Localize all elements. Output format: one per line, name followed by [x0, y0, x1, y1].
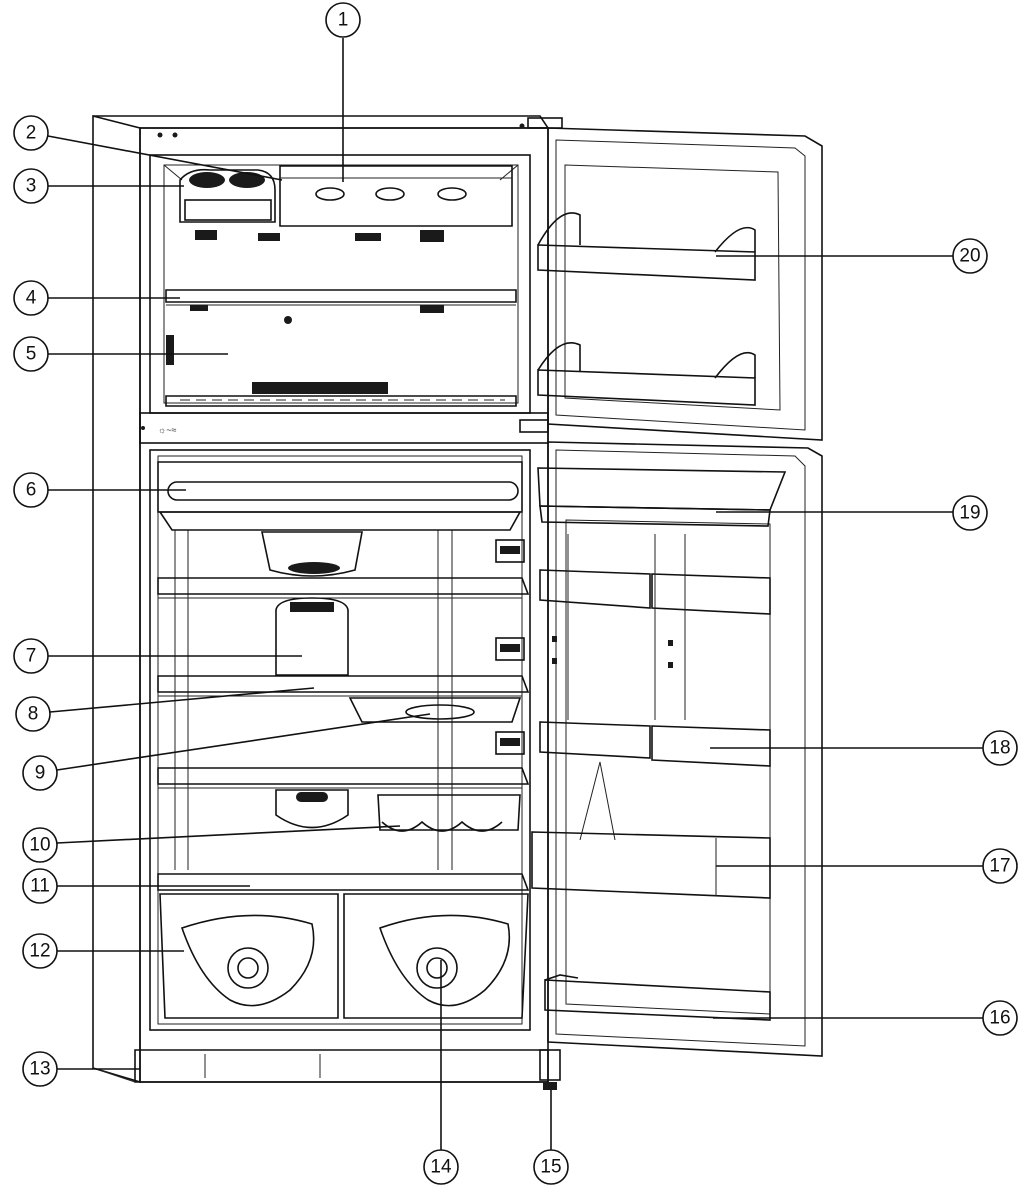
callout-4-label: 4 [26, 288, 37, 309]
fresh-food-compartment [149, 449, 531, 1031]
callout-11-label: 11 [30, 876, 50, 897]
callout-1-label: 1 [338, 10, 349, 31]
callout-14: 14 [423, 1149, 459, 1185]
callout-3: 3 [13, 168, 49, 204]
callout-12-label: 12 [29, 941, 50, 962]
freezer-door [519, 127, 823, 441]
callouts: 1 2 3 4 5 6 [13, 2, 1018, 1185]
callout-3-label: 3 [26, 176, 37, 197]
callout-7: 7 [13, 638, 49, 674]
callout-17-label: 17 [989, 856, 1010, 877]
freezer-compartment [149, 154, 531, 414]
svg-text:☼~≈: ☼~≈ [158, 425, 177, 435]
callout-17: 17 [982, 848, 1018, 884]
callout-5: 5 [13, 336, 49, 372]
callout-6-label: 6 [26, 480, 37, 501]
callout-1: 1 [325, 2, 361, 38]
callout-15: 15 [533, 1149, 569, 1185]
callout-7-label: 7 [26, 646, 37, 667]
callout-2: 2 [13, 115, 49, 151]
callout-13-label: 13 [29, 1059, 50, 1080]
callout-2-label: 2 [26, 123, 37, 144]
callout-5-label: 5 [26, 344, 37, 365]
callout-4: 4 [13, 280, 49, 316]
callout-20-label: 20 [959, 246, 980, 267]
callout-16-label: 16 [989, 1008, 1010, 1029]
callout-13: 13 [22, 1051, 58, 1087]
callout-18-label: 18 [989, 738, 1010, 759]
callout-6: 6 [13, 472, 49, 508]
mullion: ☼~≈ [139, 412, 549, 444]
callout-10-label: 10 [29, 835, 50, 856]
callout-8-label: 8 [28, 704, 39, 725]
callout-20: 20 [952, 238, 988, 274]
callout-11: 11 [22, 868, 58, 904]
fresh-food-door [531, 441, 823, 1057]
callout-16: 16 [982, 1000, 1018, 1036]
callout-8: 8 [15, 696, 51, 732]
callout-9-label: 9 [35, 763, 46, 784]
callout-19: 19 [952, 495, 988, 531]
callout-19-label: 19 [959, 503, 980, 524]
callout-10: 10 [22, 827, 58, 863]
callout-15-label: 15 [540, 1157, 561, 1178]
base-grille [92, 1049, 561, 1090]
callout-12: 12 [22, 933, 58, 969]
callout-18: 18 [982, 730, 1018, 766]
callout-14-label: 14 [430, 1157, 452, 1178]
callout-9: 9 [22, 755, 58, 791]
